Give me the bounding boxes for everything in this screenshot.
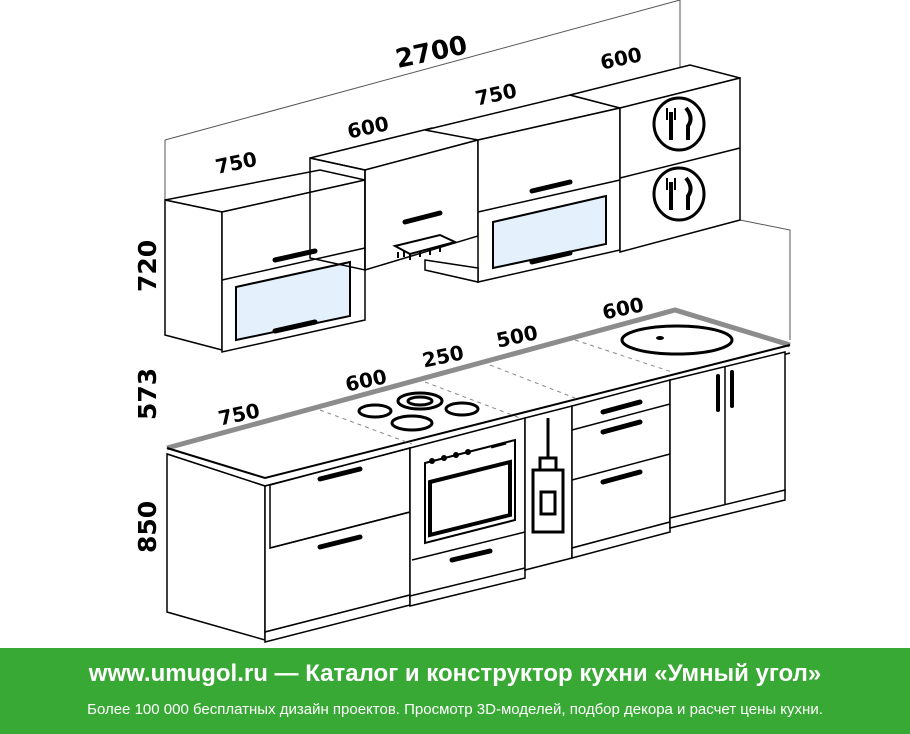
dim-upper-3: 750 [473, 78, 519, 110]
sink-cabinet-handles [716, 370, 734, 412]
upper-cabinet-600-hood [309, 127, 481, 272]
dim-height-backsplash: 573 [133, 368, 162, 420]
upper-handles-1 [272, 248, 318, 334]
upper-cabinet-750-left [164, 169, 366, 353]
countertop-back-edge [166, 307, 791, 451]
footer-subtitle: Более 100 000 бесплатных дизайн проектов… [87, 701, 823, 718]
wall-outline [164, 0, 791, 340]
sink [620, 324, 734, 356]
oven [424, 438, 516, 545]
dim-total-width: 2700 [393, 30, 470, 74]
hood-handle [402, 210, 443, 225]
upper-cabinet-600-dish [569, 64, 741, 253]
upper-handles-3 [529, 179, 573, 265]
dim-height-upper: 720 [133, 240, 162, 292]
dim-height-lower: 850 [133, 501, 162, 553]
oven-drawer-handle [449, 548, 493, 563]
footer-banner: www.umugol.ru — Каталог и конструктор ку… [0, 648, 910, 734]
countertop-front-edge [166, 344, 791, 480]
sink-cabinet [669, 351, 786, 529]
bottle-icon [531, 418, 565, 534]
countertop-surface [167, 310, 790, 485]
lower-handles-1 [317, 466, 363, 550]
extractor-hood [392, 233, 458, 260]
upper-cabinet-750-right [424, 94, 621, 283]
lower-cabinet-750 [166, 447, 411, 643]
dim-upper-4: 600 [598, 42, 644, 74]
fork-knife-icon [652, 96, 706, 152]
dim-upper-2: 600 [345, 111, 391, 143]
fork-knife-icon [652, 166, 706, 222]
dim-upper-1: 750 [213, 147, 259, 179]
cooktop [357, 391, 480, 432]
drawer-unit-500 [571, 379, 671, 559]
countertop-zone-lines [319, 339, 673, 445]
kitchen-drawing: 2700 750 600 750 600 750 600 250 500 600… [133, 0, 791, 643]
drawer-handles [600, 399, 643, 485]
footer-title[interactable]: www.umugol.ru — Каталог и конструктор ку… [88, 660, 822, 687]
